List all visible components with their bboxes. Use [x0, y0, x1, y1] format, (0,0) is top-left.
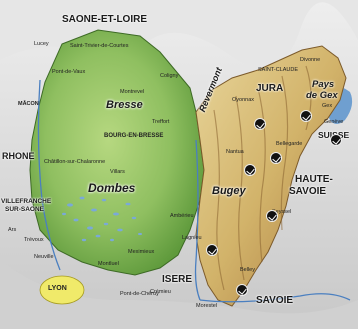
vineyard-icon [206, 244, 218, 256]
plain-region [29, 29, 205, 276]
vineyard-icon [266, 210, 278, 222]
ridges [213, 65, 312, 291]
vineyard-icon [270, 152, 282, 164]
dombes-ponds [62, 196, 142, 242]
southern-relief [0, 260, 358, 329]
rivers [37, 79, 351, 303]
vineyard-icon [236, 284, 248, 296]
vineyard-icon [300, 110, 312, 122]
vineyard-icon [254, 118, 266, 130]
vineyard-icon [244, 164, 256, 176]
vineyard-icon [330, 134, 342, 146]
lyon-area [39, 275, 85, 305]
